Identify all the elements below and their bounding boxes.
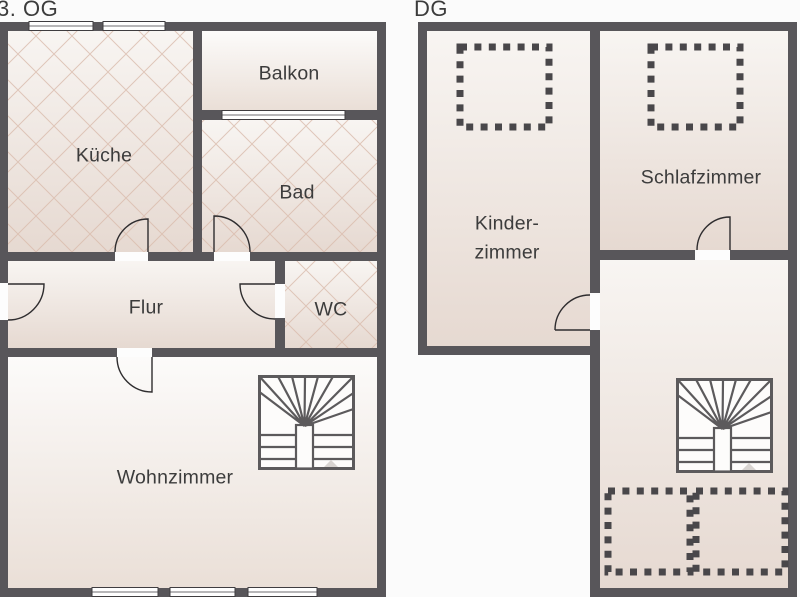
window-symbols-3og bbox=[28, 21, 346, 597]
door-wc bbox=[239, 283, 276, 320]
floor-plan-dg bbox=[418, 22, 797, 597]
door-schlafzimmer bbox=[696, 216, 731, 251]
door-kinderzimmer bbox=[554, 294, 591, 331]
door-openings-3og bbox=[0, 252, 285, 357]
bad-tile-pattern bbox=[202, 120, 377, 252]
room-kinderzimmer bbox=[427, 31, 590, 346]
skylight-marker-schlafzimmer bbox=[647, 43, 744, 131]
window-symbol bbox=[28, 21, 94, 31]
window-symbol bbox=[169, 587, 236, 597]
floor-label-3og: 3. OG bbox=[0, 0, 59, 21]
stairs-icon-3og bbox=[258, 375, 355, 470]
room-label-balkon: Balkon bbox=[258, 62, 320, 85]
room-schlafzimmer bbox=[600, 31, 788, 250]
wc-tile-pattern bbox=[285, 261, 377, 348]
door-wohnzimmer bbox=[116, 356, 153, 393]
skylight-marker-stairhall-left bbox=[604, 487, 694, 576]
kueche-tile-pattern bbox=[8, 31, 193, 252]
door-openings-dg bbox=[590, 250, 730, 330]
floor-plan-3og bbox=[0, 21, 386, 597]
room-label-bad: Bad bbox=[279, 181, 315, 204]
room-label-flur: Flur bbox=[128, 296, 164, 319]
room-flur bbox=[8, 261, 275, 348]
floor-label-dg: DG bbox=[414, 0, 448, 21]
room-label-kinderzimmer-line2: zimmer bbox=[474, 241, 540, 264]
window-symbol bbox=[102, 21, 166, 31]
door-entrance bbox=[7, 283, 45, 321]
window-symbol bbox=[91, 587, 159, 597]
walls-dg bbox=[418, 22, 797, 597]
room-label-wc: WC bbox=[314, 298, 348, 321]
room-label-kinderzimmer-line1: Kinder- bbox=[474, 212, 540, 235]
skylight-marker-kinderzimmer bbox=[456, 43, 553, 131]
room-label-wohnzimmer: Wohnzimmer bbox=[116, 466, 234, 489]
window-symbol bbox=[247, 587, 318, 597]
skylight-marker-stairhall-right bbox=[692, 487, 789, 576]
door-kueche bbox=[114, 218, 149, 253]
window-symbol bbox=[221, 110, 346, 120]
room-balkon bbox=[202, 31, 377, 110]
room-label-kueche: Küche bbox=[75, 144, 133, 167]
stairs-icon-dg bbox=[676, 378, 773, 473]
door-bad bbox=[213, 215, 251, 253]
room-label-schlafzimmer: Schlafzimmer bbox=[640, 166, 762, 189]
